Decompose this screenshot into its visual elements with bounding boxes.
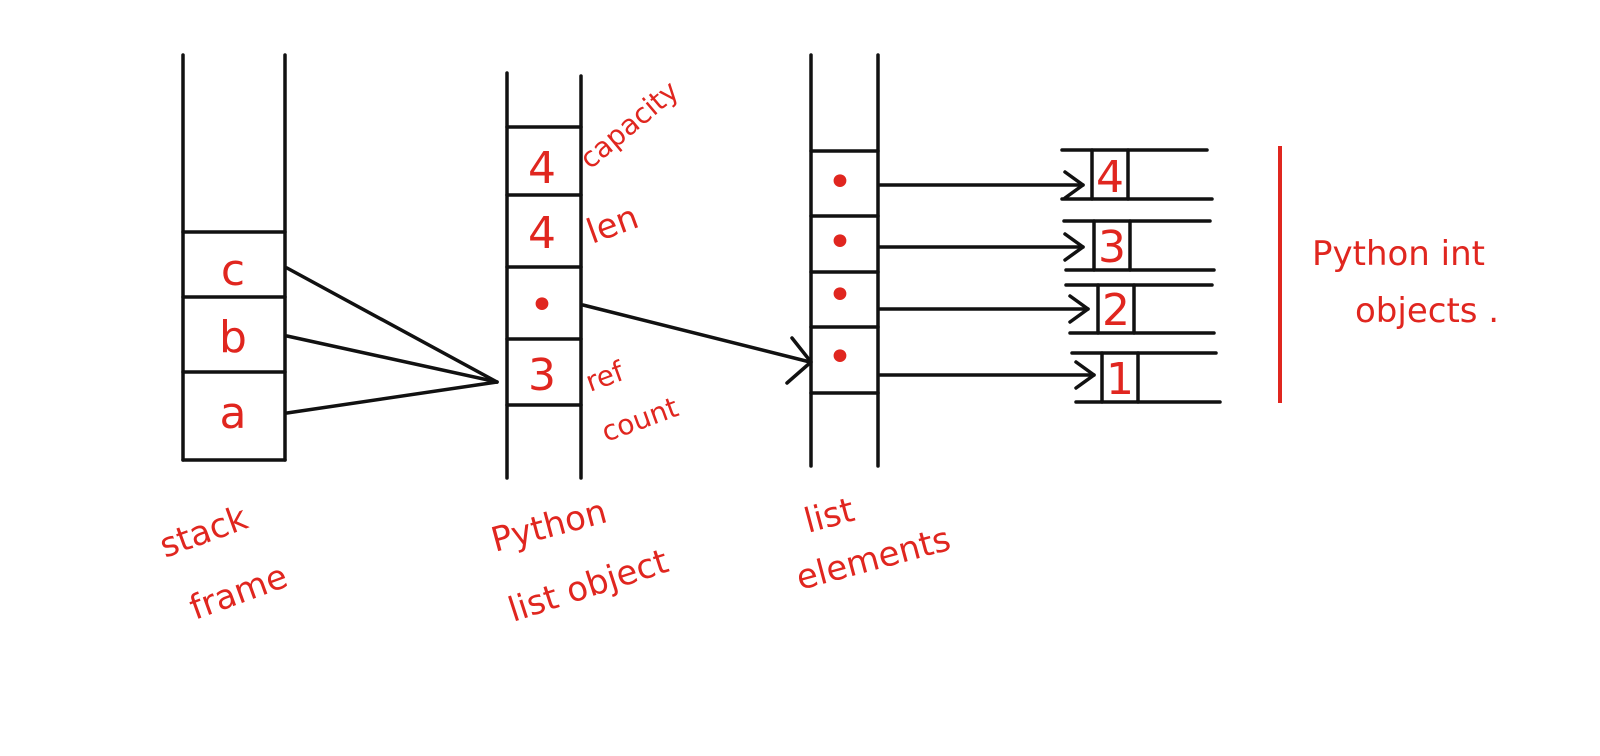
int-object-3: 3 <box>1062 219 1216 273</box>
list-object-label-line2: list object <box>503 541 673 630</box>
stack-frame-label-line2: frame <box>184 556 292 628</box>
int-object-2: 2 <box>1064 283 1216 336</box>
python-list-object: 4 4 • 3 capacity len ref count <box>505 71 685 480</box>
count-annotation: count <box>597 391 683 449</box>
python-int-objects: 4 3 2 1 <box>1060 148 1222 405</box>
element-pointer-1: • <box>827 217 853 268</box>
int-value-3: 3 <box>1098 222 1126 273</box>
list-elements: • • • • <box>809 53 880 468</box>
int-object-4: 4 <box>1060 148 1214 203</box>
int-value-1: 1 <box>1106 354 1134 405</box>
int-value-4: 4 <box>1096 152 1124 203</box>
stack-frame-label-line1: stack <box>154 498 253 567</box>
list-object-label-line1: Python <box>487 492 611 561</box>
elements-pointer: • <box>529 280 555 331</box>
stack-to-list-references <box>285 266 499 415</box>
element-to-int-arrows <box>878 170 1096 390</box>
int-object-1: 1 <box>1070 351 1222 405</box>
element-pointer-3: • <box>827 332 853 383</box>
int-value-2: 2 <box>1102 285 1130 336</box>
element-pointer-2: • <box>827 270 853 321</box>
capacity-value: 4 <box>528 143 556 194</box>
int-objects-label-line2: objects . <box>1355 291 1499 331</box>
len-value: 4 <box>528 208 556 259</box>
list-elements-label-line1: list <box>800 490 859 542</box>
stack-cell-b: b <box>219 312 247 363</box>
int-objects-label-line1: Python int <box>1312 234 1485 274</box>
ref-count-value: 3 <box>528 350 556 401</box>
stack-cell-c: c <box>221 245 245 296</box>
stack-frame: c b a <box>181 53 287 462</box>
stack-cell-a: a <box>220 388 247 439</box>
capacity-annotation: capacity <box>573 74 685 175</box>
ref-annotation: ref <box>581 354 629 398</box>
len-annotation: len <box>581 197 643 252</box>
element-pointer-0: • <box>827 157 853 208</box>
